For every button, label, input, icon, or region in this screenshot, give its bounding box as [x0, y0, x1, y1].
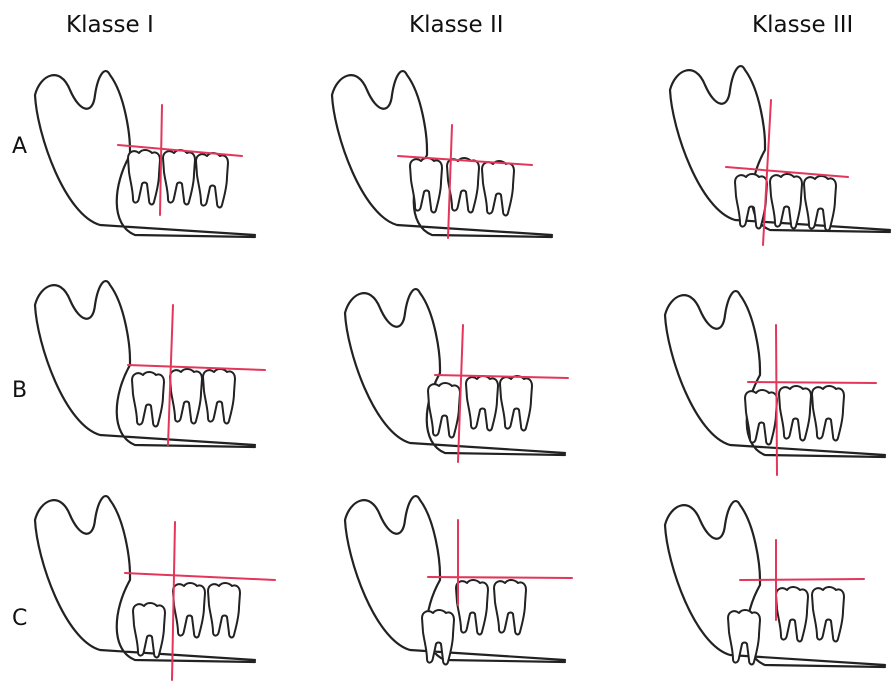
horizontal-reference-line [428, 577, 572, 578]
horizontal-reference-line [748, 382, 876, 383]
panel-b-klasse-1 [35, 281, 265, 447]
horizontal-reference-line [740, 579, 864, 580]
panel-b-klasse-2 [345, 289, 568, 462]
horizontal-reference-line [128, 365, 265, 370]
panel-c-klasse-3 [665, 501, 885, 667]
panel-c-klasse-1 [35, 496, 275, 680]
horizontal-reference-line [435, 375, 568, 378]
panel-a-klasse-2 [332, 71, 552, 238]
panel-a-klasse-3 [670, 66, 890, 245]
vertical-reference-line [776, 325, 777, 475]
panel-c-klasse-2 [345, 496, 572, 664]
panel-a-klasse-1 [35, 71, 255, 237]
horizontal-reference-line [125, 573, 275, 580]
vertical-reference-line [160, 105, 162, 215]
panel-b-klasse-3 [665, 291, 885, 475]
